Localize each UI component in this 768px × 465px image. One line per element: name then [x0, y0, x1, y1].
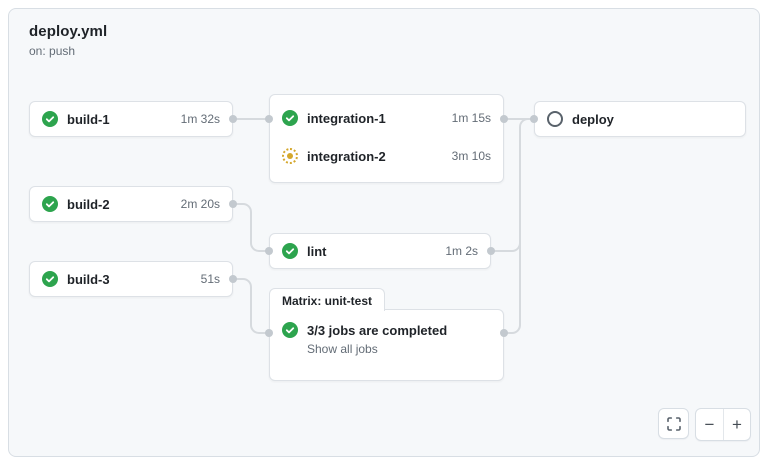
success-icon — [282, 322, 298, 338]
job-label: build-3 — [67, 271, 110, 287]
job-label: build-1 — [67, 111, 110, 127]
job-label: lint — [307, 243, 327, 259]
success-icon — [282, 110, 298, 126]
fullscreen-button[interactable] — [658, 408, 689, 439]
job-label: integration-2 — [307, 148, 386, 164]
success-icon — [42, 196, 58, 212]
success-icon — [42, 271, 58, 287]
job-duration: 2m 20s — [180, 197, 220, 211]
workflow-header: deploy.yml on: push — [29, 23, 107, 58]
success-icon — [282, 243, 298, 259]
job-duration: 1m 32s — [180, 112, 220, 126]
job-card-matrix-unit-test[interactable]: 3/3 jobs are completed Show all jobs — [269, 309, 504, 381]
job-card-build-3[interactable]: build-3 51s — [29, 261, 233, 297]
page-title: deploy.yml — [29, 23, 108, 40]
matrix-label: Matrix: unit-test — [269, 288, 385, 311]
show-all-jobs-link[interactable]: Show all jobs — [307, 342, 378, 356]
job-card-build-1[interactable]: build-1 1m 32s — [29, 101, 233, 137]
workflow-trigger: on: push — [29, 44, 76, 58]
job-duration: 51s — [200, 272, 220, 286]
job-row-integration-2[interactable]: integration-2 3m 10s — [282, 137, 491, 175]
job-label: build-2 — [67, 196, 110, 212]
job-duration: 3m 10s — [451, 149, 491, 163]
job-label: deploy — [572, 111, 614, 127]
in-progress-icon — [282, 148, 298, 164]
matrix-summary: 3/3 jobs are completed — [307, 322, 448, 338]
zoom-out-button[interactable]: − — [696, 409, 723, 440]
fullscreen-icon — [666, 416, 681, 431]
zoom-in-button[interactable]: + — [723, 409, 750, 440]
success-icon — [42, 111, 58, 127]
job-duration: 1m 2s — [445, 244, 478, 258]
job-card-integration-group[interactable]: integration-1 1m 15s integration-2 3m 10… — [269, 94, 504, 183]
graph-controls: − + — [658, 408, 751, 441]
pending-icon — [547, 111, 563, 127]
job-row-integration-1[interactable]: integration-1 1m 15s — [282, 99, 491, 137]
workflow-graph-panel: deploy.yml on: push build-1 1m 32s build… — [8, 8, 760, 457]
job-duration: 1m 15s — [451, 111, 491, 125]
job-card-lint[interactable]: lint 1m 2s — [269, 233, 491, 269]
job-card-deploy[interactable]: deploy — [534, 101, 746, 137]
job-card-build-2[interactable]: build-2 2m 20s — [29, 186, 233, 222]
zoom-control-group: − + — [695, 408, 751, 441]
job-label: integration-1 — [307, 110, 386, 126]
